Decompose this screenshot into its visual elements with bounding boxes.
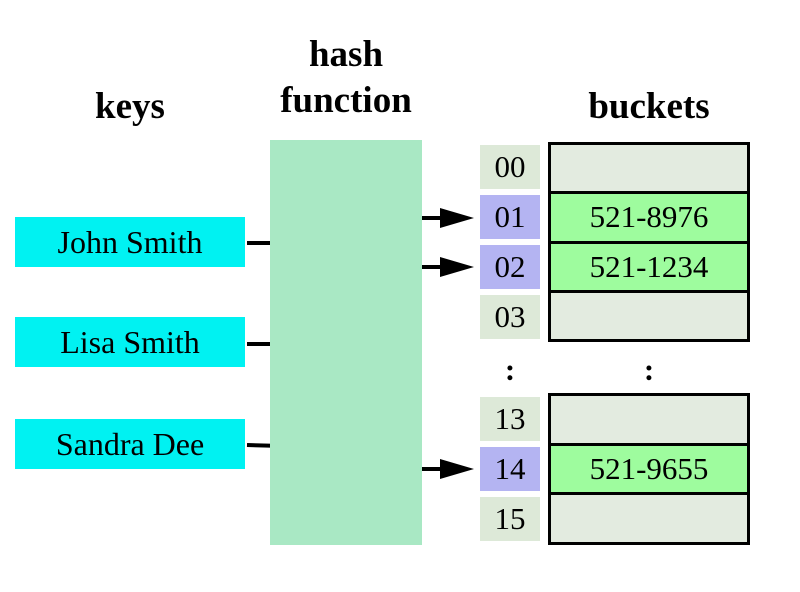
bucket-cell-03 xyxy=(551,289,747,339)
bucket-ellipsis: : xyxy=(643,352,655,387)
index-label: 15 xyxy=(494,501,526,536)
key-label: Lisa Smith xyxy=(60,323,200,360)
buckets-column-title: buckets xyxy=(588,86,710,127)
index-ellipsis: : xyxy=(504,352,516,387)
index-cell-03: 03 xyxy=(480,295,540,339)
index-label: 03 xyxy=(494,299,526,334)
index-label: 02 xyxy=(494,249,526,284)
index-label: 14 xyxy=(494,451,526,486)
index-cell-15: 15 xyxy=(480,497,540,541)
hash-function-box xyxy=(270,140,422,545)
index-cell-01: 01 xyxy=(480,195,540,239)
key-box-sandra-dee: Sandra Dee xyxy=(15,419,245,469)
index-cell-02: 02 xyxy=(480,245,540,289)
key-box-lisa-smith: Lisa Smith xyxy=(15,317,245,367)
bucket-table-lower: 521-9655 xyxy=(548,393,750,545)
bucket-value: 521-9655 xyxy=(589,451,709,486)
index-label: 00 xyxy=(494,149,526,184)
index-label: 01 xyxy=(494,199,526,234)
index-cell-14: 14 xyxy=(480,447,540,491)
index-cell-13: 13 xyxy=(480,397,540,441)
index-label: 13 xyxy=(494,401,526,436)
key-box-john-smith: John Smith xyxy=(15,217,245,267)
keys-column-title: keys xyxy=(95,86,165,127)
bucket-cell-14: 521-9655 xyxy=(551,442,747,493)
bucket-cell-13 xyxy=(551,396,747,443)
bucket-value: 521-1234 xyxy=(589,248,709,284)
key-label: John Smith xyxy=(57,223,203,260)
key-label: Sandra Dee xyxy=(55,425,205,462)
bucket-cell-01: 521-8976 xyxy=(551,191,747,241)
bucket-cell-15 xyxy=(551,492,747,543)
bucket-cell-02: 521-1234 xyxy=(551,240,747,290)
index-cell-00: 00 xyxy=(480,145,540,189)
bucket-cell-00 xyxy=(551,145,747,192)
bucket-value: 521-8976 xyxy=(589,199,709,235)
hash-function-title: hash function xyxy=(280,34,412,121)
bucket-table-upper: 521-8976 521-1234 xyxy=(548,142,750,342)
